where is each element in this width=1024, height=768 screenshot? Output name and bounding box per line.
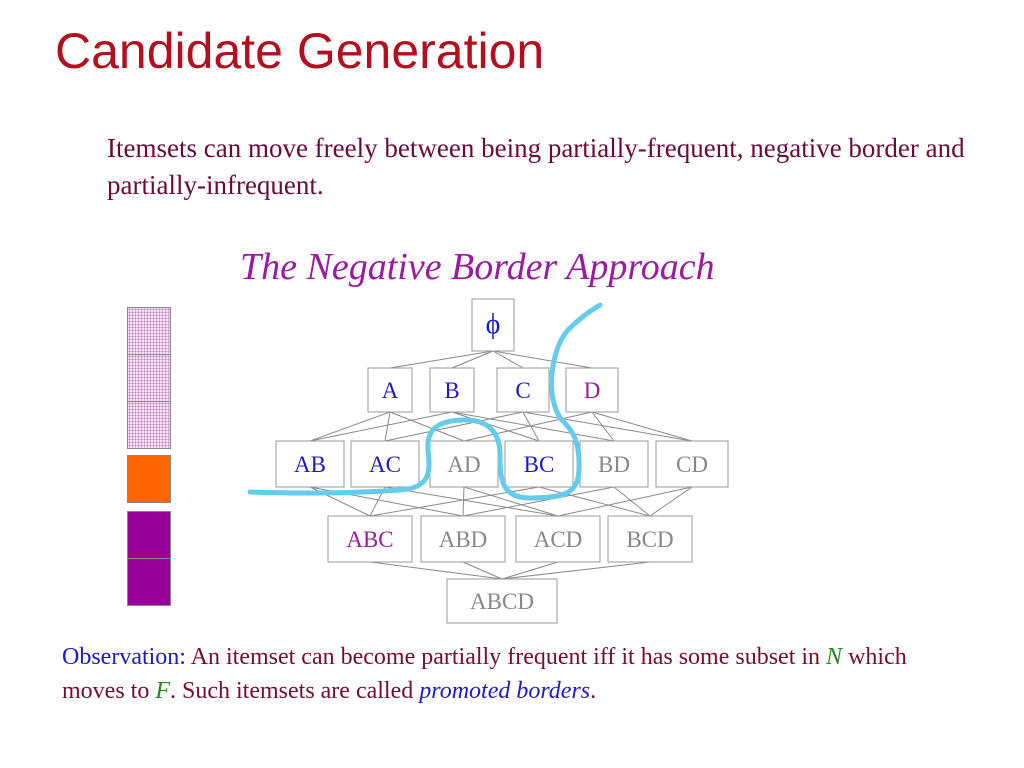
lattice-node-box: [496, 367, 550, 413]
lattice-node-label: BD: [598, 452, 630, 477]
lattice-edge: [309, 411, 453, 442]
lattice-edge: [451, 350, 494, 369]
lattice-node-abcd: ABCD: [446, 578, 558, 624]
lattice-node-cd: CD: [655, 440, 729, 488]
lattice-edge: [451, 411, 540, 442]
lattice-node-empty: ϕ: [471, 298, 515, 352]
lattice-edge: [522, 411, 693, 442]
lattice-node-label: AC: [369, 452, 401, 477]
lattice-node-box: [579, 440, 649, 488]
legend-partially-frequent-cell: [127, 401, 171, 449]
lattice-edge: [557, 486, 693, 517]
lattice-edge: [463, 411, 593, 442]
lattice-node-label: C: [515, 378, 530, 403]
legend-partially-frequent-cell: [127, 307, 171, 355]
lattice-edge: [538, 486, 651, 517]
observation-text-2: which moves to: [62, 644, 907, 704]
observation-set-f: F: [155, 678, 170, 704]
lattice-node-box: [327, 515, 413, 563]
lattice-node-box: [504, 440, 574, 488]
lattice-node-label: BCD: [626, 527, 673, 552]
legend-partially-infrequent-cell: [127, 511, 171, 559]
lattice-edge: [591, 411, 615, 442]
observation-text-3: . Such itemsets are called: [170, 678, 420, 704]
lattice-node-bcd: BCD: [607, 515, 693, 563]
lattice-edge: [389, 350, 494, 369]
lattice-node-ad: AD: [429, 440, 499, 488]
lattice-node-abd: ABD: [420, 515, 506, 563]
lattice-node-label: D: [584, 378, 601, 403]
lattice-node-b: B: [429, 367, 475, 413]
diagram-subtitle: The Negative Border Approach: [240, 246, 715, 288]
lattice-node-bc: BC: [504, 440, 574, 488]
lattice-node-box: [607, 515, 693, 563]
lattice-edge: [451, 411, 615, 442]
lattice-edge: [463, 486, 559, 517]
intro-text: Itemsets can move freely between being p…: [107, 133, 965, 200]
lattice-edge: [462, 486, 465, 517]
lattice-node-ab: AB: [275, 440, 345, 488]
lattice-edge: [591, 411, 693, 442]
lattice-node-box: [471, 298, 515, 352]
lattice-node-box: [350, 440, 420, 488]
negative-border-curve: [247, 302, 603, 501]
lattice-node-ac: AC: [350, 440, 420, 488]
lattice-edge: [613, 486, 651, 517]
observation-term: promoted borders: [419, 678, 591, 704]
observation-paragraph: Observation: An itemset can become parti…: [62, 640, 962, 708]
lattice-node-box: [515, 515, 601, 563]
observation-end: .: [590, 678, 597, 704]
lattice-node-label: AD: [447, 452, 480, 477]
lattice-node-label: ϕ: [486, 309, 501, 340]
lattice-node-box: [275, 440, 345, 488]
lattice-edge: [369, 561, 503, 580]
observation-set-n: N: [826, 644, 843, 670]
lattice-node-box: [446, 578, 558, 624]
lattice-node-bd: BD: [579, 440, 649, 488]
observation-label: Observation:: [62, 644, 186, 670]
lattice-node-label: BC: [524, 452, 555, 477]
lattice-node-box: [420, 515, 506, 563]
slide-title: Candidate Generation: [55, 23, 545, 79]
lattice-node-label: ABC: [346, 527, 393, 552]
legend-negative-border-cell: [127, 455, 171, 503]
lattice-edge: [649, 486, 693, 517]
lattice-edge: [384, 411, 391, 442]
lattice-edge: [384, 486, 559, 517]
lattice-edge: [501, 561, 559, 580]
lattice-node-box: [367, 367, 413, 413]
lattice-edge: [501, 561, 651, 580]
lattice-edge: [492, 350, 593, 369]
lattice-node-abc: ABC: [327, 515, 413, 563]
lattice-edge: [389, 411, 465, 442]
legend-partially-frequent-cell: [127, 354, 171, 402]
lattice-node-box: [655, 440, 729, 488]
lattice-node-c: C: [496, 367, 550, 413]
lattice-edge: [492, 350, 524, 369]
lattice-edge: [462, 486, 615, 517]
lattice-node-acd: ACD: [515, 515, 601, 563]
lattice-node-a: A: [367, 367, 413, 413]
lattice-edge: [384, 411, 524, 442]
lattice-node-label: AB: [294, 452, 326, 477]
lattice-node-box: [429, 367, 475, 413]
lattice-edge: [522, 411, 540, 442]
lattice-edge: [462, 561, 503, 580]
observation-text-1: An itemset can become partially frequent…: [185, 644, 827, 670]
lattice-node-label: ACD: [534, 527, 583, 552]
lattice-edge: [309, 411, 391, 442]
lattice-node-label: A: [382, 378, 399, 403]
lattice-node-d: D: [565, 367, 619, 413]
lattice-node-label: ABCD: [470, 589, 534, 614]
lattice-node-label: B: [444, 378, 459, 403]
lattice-node-label: ABD: [439, 527, 488, 552]
lattice-node-box: [565, 367, 619, 413]
legend-partially-infrequent-cell: [127, 558, 171, 606]
lattice-node-label: CD: [676, 452, 708, 477]
